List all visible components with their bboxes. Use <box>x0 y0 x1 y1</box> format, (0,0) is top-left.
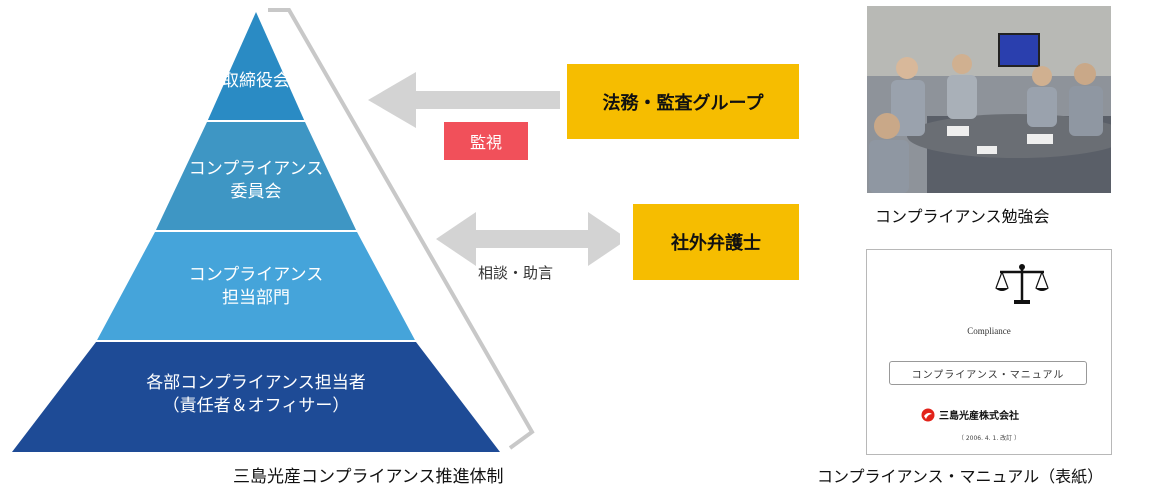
lawyer-box: 社外弁護士 <box>633 204 799 280</box>
company-logo-icon <box>921 408 935 421</box>
pyramid-tier-committee <box>155 122 357 232</box>
arrows-layer <box>368 72 620 266</box>
manual-date: （ 2006. 4. 1. 改訂 ） <box>957 435 1021 442</box>
photo-caption: コンプライアンス勉強会 <box>875 207 1050 226</box>
scales-icon <box>995 264 1049 304</box>
manual-cover: Compliance コンプライアンス・マニュアル 三島光産株式会社 （ 200… <box>866 249 1112 455</box>
pyramid-tier-staff <box>12 342 500 452</box>
meeting-photo-illustration <box>867 6 1111 193</box>
legal-audit-box: 法務・監査グループ <box>567 64 799 139</box>
tier-label-board: 取締役会 <box>222 71 290 91</box>
monitor-arrow <box>368 72 560 128</box>
tier-label-department: コンプライアンス 担当部門 <box>188 265 324 308</box>
manual-company: 三島光産株式会社 <box>921 407 1019 422</box>
manual-company-name: 三島光産株式会社 <box>939 411 1019 422</box>
pyramid-tier-department <box>96 232 416 342</box>
manual-title-box: コンプライアンス・マニュアル <box>889 361 1087 385</box>
monitor-tag: 監視 <box>444 122 528 160</box>
pyramid-bracket <box>268 8 535 450</box>
pyramid-tier-board <box>207 12 305 122</box>
manual-caption: コンプライアンス・マニュアル（表紙） <box>817 467 1104 486</box>
consult-double-arrow <box>436 212 620 266</box>
tier-label-committee: コンプライアンス 委員会 <box>188 159 324 202</box>
tier-label-staff: 各部コンプライアンス担当者 （責任者＆オフィサー） <box>146 373 366 416</box>
pyramid-caption: 三島光産コンプライアンス推進体制 <box>233 467 504 487</box>
manual-title-en: Compliance <box>967 326 1011 336</box>
consult-label: 相談・助言 <box>478 264 554 282</box>
meeting-photo <box>867 6 1111 193</box>
pyramid-diagram <box>12 8 535 452</box>
